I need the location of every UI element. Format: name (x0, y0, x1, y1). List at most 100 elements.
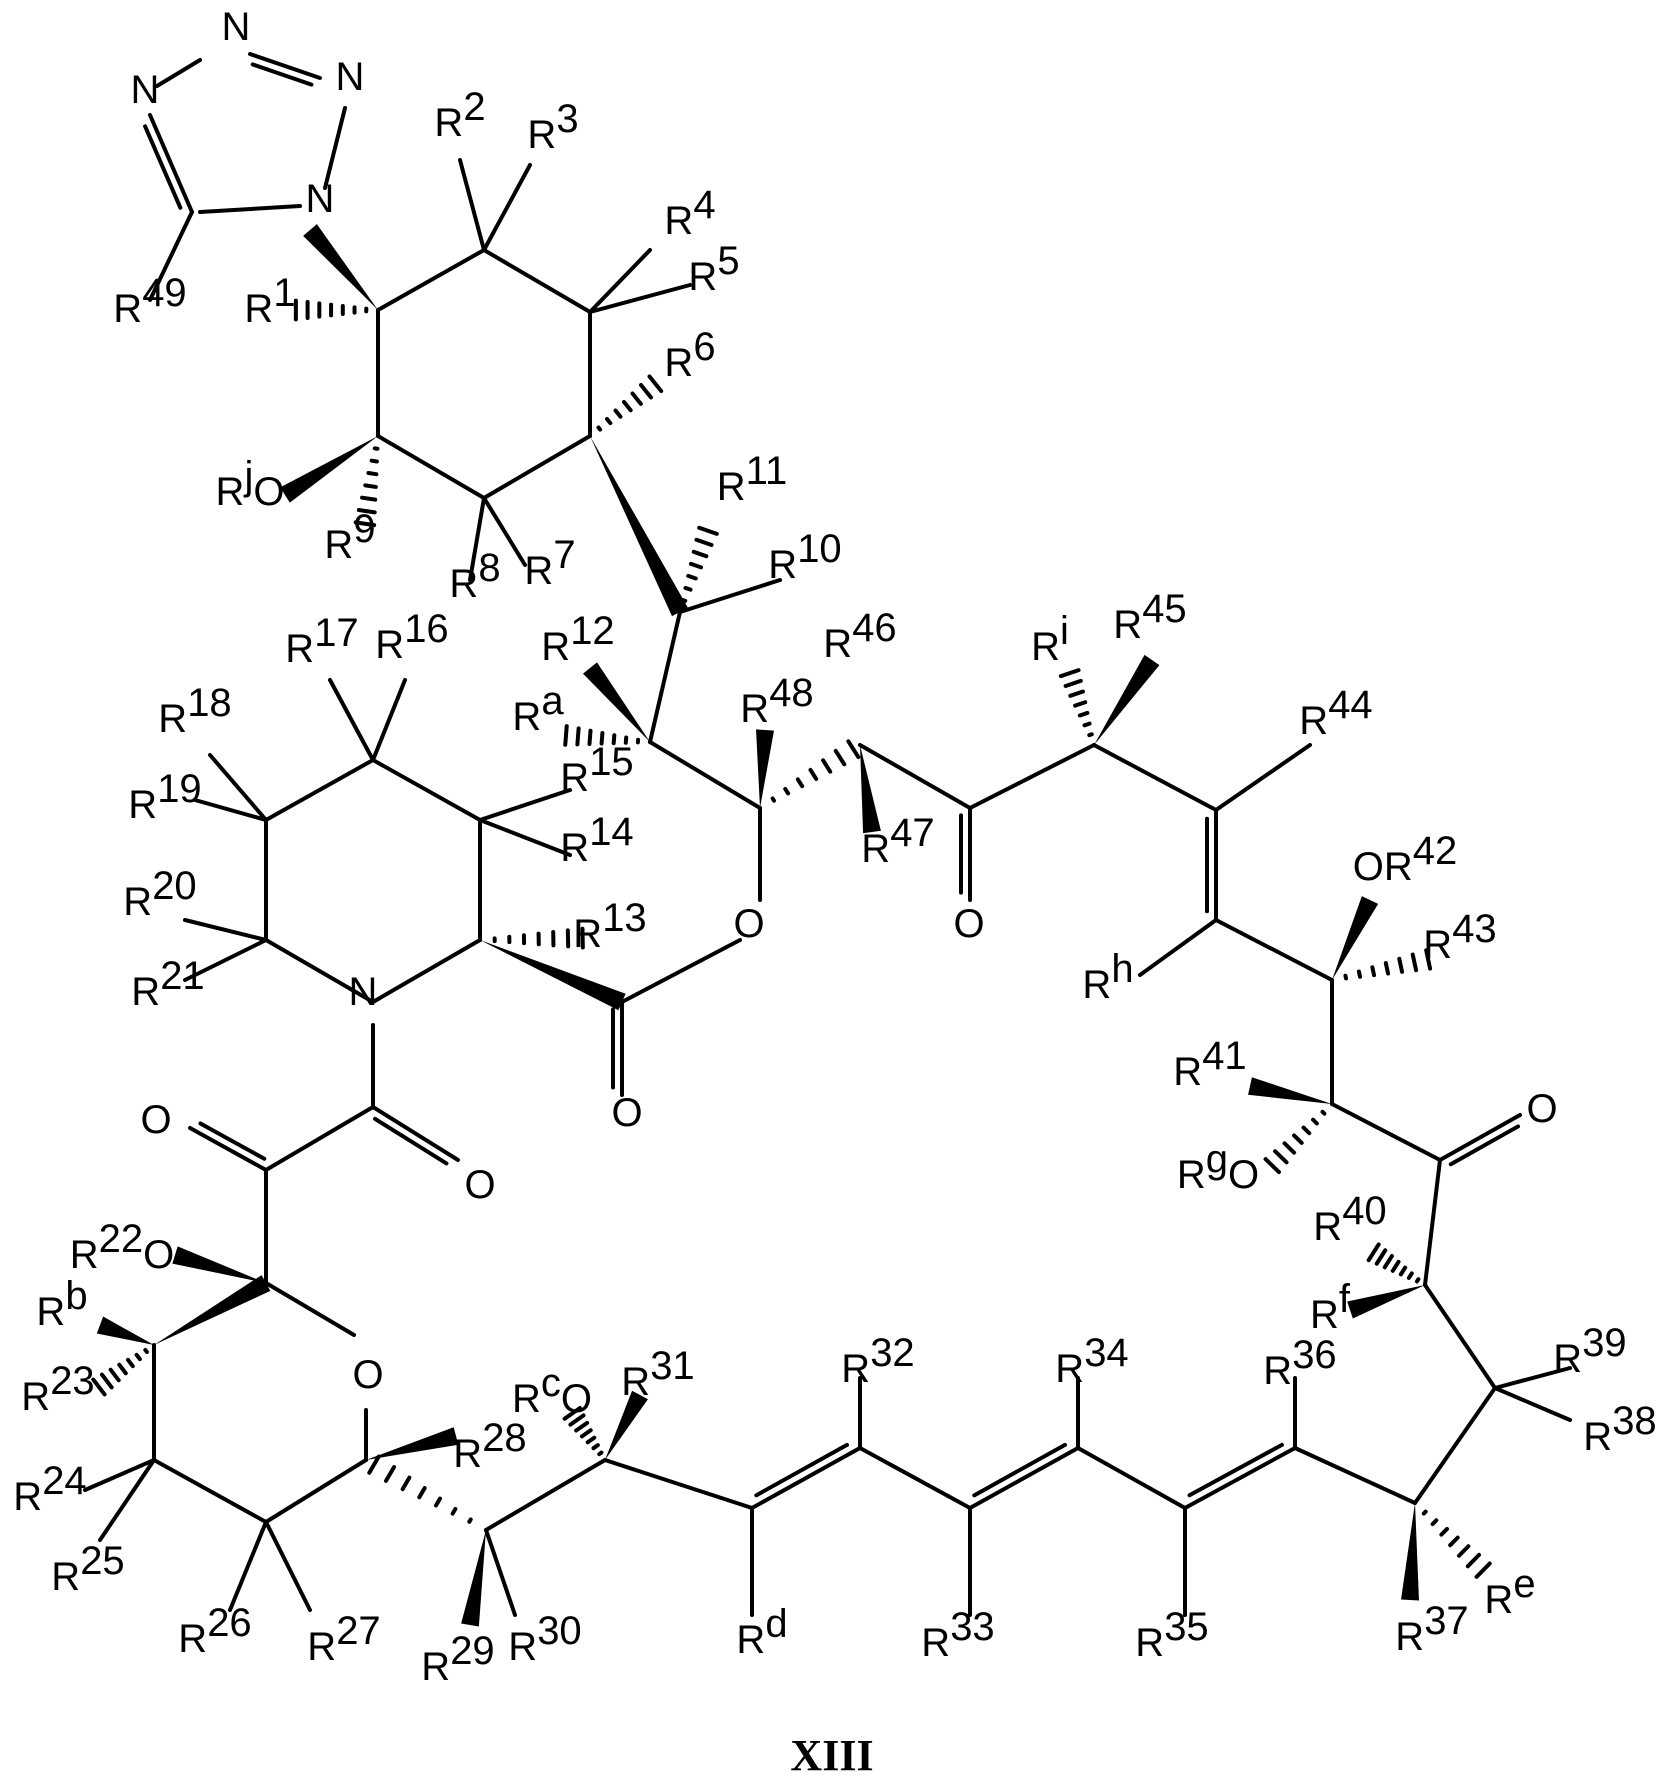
hash-bond-stroke (577, 728, 578, 744)
atom-label-r11: R11 (717, 449, 787, 509)
single-bond (157, 60, 200, 86)
hash-bond-stroke (365, 485, 376, 487)
wedge-bond (172, 1246, 266, 1283)
atom-label-r7: R7 (524, 533, 575, 593)
atom-label-r40: R40 (1313, 1189, 1386, 1249)
atom-label-r33: R33 (921, 1605, 994, 1665)
wedge-bond (590, 436, 688, 616)
double-bond (373, 1107, 458, 1160)
atom-label-n-amide: N (349, 970, 378, 1014)
atom-label-rjo: RjO (216, 454, 285, 514)
hash-bond-stroke (111, 1370, 119, 1381)
atom-label-r46: R46 (823, 606, 896, 666)
single-bond (460, 160, 484, 250)
single-bond (200, 206, 300, 212)
double-bond-inner (1189, 1445, 1281, 1495)
atom-label-r32: R32 (841, 1331, 914, 1391)
wedge-bond (280, 436, 378, 503)
atom-label-pyran-O: O (352, 1353, 383, 1397)
atom-label-re: Re (1484, 1562, 1535, 1622)
single-bond (266, 1283, 354, 1335)
single-bond (1216, 745, 1310, 810)
hash-bond-stroke (1441, 1529, 1447, 1535)
atom-label-r24: R24 (13, 1459, 86, 1519)
hash-bond-stroke (1409, 1273, 1412, 1277)
atom-label-r41: R41 (1173, 1034, 1246, 1094)
atom-label-r20: R20 (123, 864, 196, 924)
hash-bond-stroke (565, 726, 566, 745)
atom-label-tetrazole-N1: N (222, 5, 251, 49)
atom-label-r36: R36 (1263, 1333, 1336, 1393)
single-bond (484, 165, 530, 250)
hash-bond-stroke (1080, 713, 1088, 716)
hash-bond-stroke (599, 427, 601, 429)
atom-label-tetrazole-N3: N (131, 68, 160, 112)
atom-label-r18: R18 (158, 681, 231, 741)
single-bond (230, 1522, 266, 1610)
wedge-bond (303, 224, 378, 310)
single-bond (266, 1522, 310, 1610)
single-bond (860, 1448, 970, 1508)
hash-bond-stroke (1393, 1262, 1399, 1271)
atom-label-r3: R3 (527, 97, 578, 157)
single-bond (330, 680, 373, 760)
single-bond (484, 436, 590, 498)
single-bond (154, 1460, 266, 1522)
single-bond (650, 612, 680, 742)
wedge-bond (480, 940, 626, 1010)
wedge-bond (97, 1317, 154, 1345)
atom-label-ra: Ra (512, 679, 564, 739)
atom-label-r30: R30 (508, 1609, 581, 1669)
atom-label-r23: R23 (21, 1359, 94, 1419)
hash-bond-stroke (582, 1430, 591, 1436)
double-bond (752, 1448, 860, 1508)
double-bond-inner (1451, 1126, 1518, 1164)
atom-label-ketone-O2: O (1526, 1087, 1557, 1131)
hash-bond-stroke (848, 741, 858, 757)
hash-bond-stroke (624, 402, 631, 410)
hash-bond-stroke (436, 1499, 440, 1506)
single-bond (680, 580, 780, 612)
atom-label-r6: R6 (664, 325, 715, 385)
hash-bond-stroke (1386, 963, 1388, 973)
atom-label-r45: R45 (1113, 587, 1186, 647)
hash-bond-stroke (403, 1478, 410, 1490)
single-bond (1415, 1388, 1495, 1503)
hash-bond-stroke (699, 528, 717, 534)
wedge-bond (1248, 1077, 1332, 1104)
hash-bond-stroke (1401, 1268, 1405, 1275)
hash-bond-stroke (694, 552, 707, 556)
hash-bond-stroke (1285, 1143, 1295, 1152)
hash-bond-stroke (1477, 1564, 1490, 1577)
atom-label-r31: R31 (621, 1344, 694, 1404)
hash-bond-stroke (1369, 1244, 1379, 1260)
single-bond (1425, 1285, 1495, 1388)
wedge-bond (1094, 655, 1159, 745)
single-bond (480, 820, 570, 855)
hash-bond-stroke (696, 540, 711, 545)
single-bond (378, 250, 484, 310)
atom-label-r49: R49 (113, 271, 186, 331)
hash-bond-stroke (641, 385, 651, 397)
hash-bond-stroke (683, 600, 686, 601)
single-bond (1425, 1160, 1440, 1285)
hash-bond-stroke (1413, 955, 1416, 971)
atom-label-r17: R17 (285, 611, 358, 671)
double-bond-inner (253, 64, 312, 84)
single-bond (1295, 1448, 1415, 1503)
hash-bond-stroke (1468, 1555, 1479, 1566)
atom-label-r2: R2 (434, 85, 485, 145)
hash-bond-stroke (1433, 1520, 1437, 1524)
hash-bond-stroke (593, 1445, 597, 1448)
hash-bond-stroke (128, 1360, 133, 1366)
single-bond (1332, 1104, 1440, 1160)
hash-bond-stroke (362, 498, 375, 500)
hash-bond-stroke (1304, 1128, 1310, 1134)
atom-label-r38: R38 (1583, 1399, 1656, 1459)
hash-bond-stroke (1313, 1120, 1317, 1124)
single-bond (480, 790, 570, 820)
atom-label-oxo-O2: O (464, 1163, 495, 1207)
atom-label-r27: R27 (307, 1609, 380, 1669)
wedge-bond (1347, 1285, 1425, 1319)
hash-bond-stroke (1066, 681, 1081, 686)
